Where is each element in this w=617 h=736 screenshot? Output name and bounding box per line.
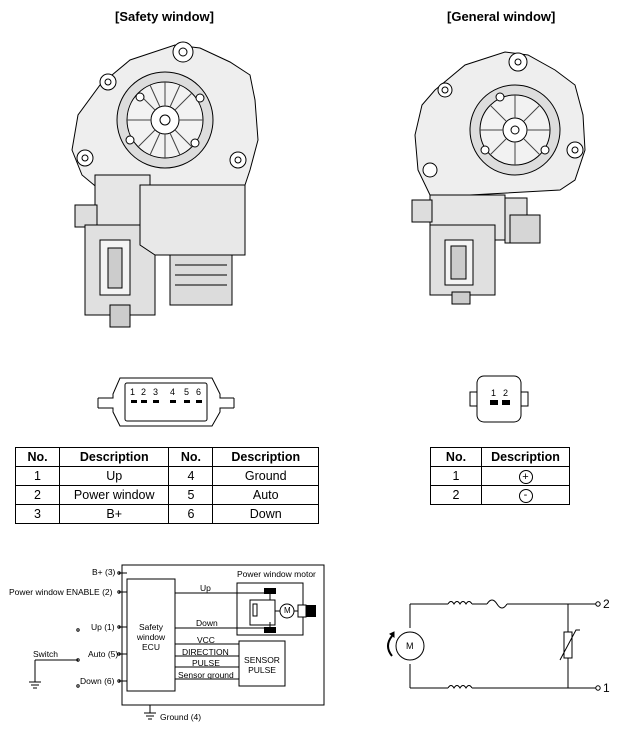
col-description: Description (59, 447, 170, 467)
safety-pin-2: 2 (141, 387, 147, 397)
ecu-label-line: Safety (138, 622, 164, 632)
general-window-heading: [General window] (447, 9, 556, 24)
safety-connector-pin-marks (131, 400, 202, 403)
general-connector (469, 375, 529, 423)
ecu-label-line: ECU (142, 642, 160, 652)
col-no: No. (14, 447, 61, 467)
cell: + (481, 466, 570, 486)
safety-connector (97, 377, 235, 427)
b-plus-label: B+ (3) (92, 567, 116, 577)
table-row: 1 Up 4 Ground (14, 466, 319, 486)
cell: Auto (212, 485, 319, 505)
cell: Up (59, 466, 170, 486)
safety-pin-table: No. Description No. Description 1 Up 4 G… (14, 447, 319, 524)
motor-symbol: M (284, 606, 291, 615)
cell: - (481, 485, 570, 505)
safety-pin-3: 3 (153, 387, 159, 397)
ecu-label-line: window (136, 632, 166, 642)
enable-label: Power window ENABLE (2) (9, 587, 113, 597)
motor-sensor-block (297, 604, 307, 618)
down-pin-label: Down (6) (80, 676, 115, 686)
sensor-label-line: PULSE (248, 665, 276, 675)
plus-terminal-icon: + (518, 469, 533, 484)
col-description: Description (481, 447, 570, 467)
minus-terminal-icon: - (518, 489, 533, 503)
cell: 1 (14, 466, 61, 486)
cell: 4 (168, 466, 214, 486)
cell: 1 (430, 466, 482, 486)
motor-title: Power window motor (237, 569, 316, 579)
general-motor-illustration (411, 51, 586, 305)
safety-window-heading: [Safety window] (115, 9, 214, 24)
vcc-label: VCC (197, 635, 215, 645)
table-row: 3 B+ 6 Down (14, 504, 319, 524)
sensor-label-line: SENSOR (244, 655, 280, 665)
safety-circuit-relay-marks (264, 588, 316, 633)
switch-label: Switch (33, 649, 59, 659)
general-pin-table: No. Description 1 + 2 - (430, 447, 570, 505)
cell: 2 (430, 485, 482, 505)
safety-pin-4: 4 (170, 387, 176, 397)
cell: Power window (59, 485, 170, 505)
general-pin-2: 2 (503, 388, 509, 398)
col-no: No. (168, 447, 214, 467)
col-no: No. (430, 447, 482, 467)
safety-pin-5: 5 (184, 387, 190, 397)
cell: 6 (168, 504, 214, 524)
pulse-label: PULSE (192, 658, 220, 668)
general-pin-1-label: 1 (603, 681, 610, 695)
auto-pin-label: Auto (5) (88, 649, 119, 659)
col-description: Description (212, 447, 319, 467)
safety-circuit-wiring (29, 564, 325, 720)
cell: 2 (14, 485, 61, 505)
safety-motor-illustration (71, 41, 259, 328)
sensor-pulse-label: SENSOR PULSE (239, 655, 285, 675)
direction-label: DIRECTION (182, 647, 229, 657)
table-row: 2 - (430, 485, 570, 505)
sensor-ground-label: Sensor ground (178, 670, 234, 680)
cell: 3 (14, 504, 61, 524)
safety-pin-1: 1 (130, 387, 136, 397)
safety-pin-6: 6 (196, 387, 202, 397)
cell: 5 (168, 485, 214, 505)
ecu-label: Safety window ECU (127, 622, 175, 652)
down-line-label: Down (196, 618, 218, 628)
cell: B+ (59, 504, 170, 524)
ground-pin-label: Ground (4) (160, 712, 202, 722)
general-pin-1: 1 (491, 388, 497, 398)
table-row: 1 + (430, 466, 570, 486)
cell: Down (212, 504, 319, 524)
general-motor-symbol: M (406, 641, 414, 651)
cell: Ground (212, 466, 319, 486)
up-line-label: Up (200, 583, 211, 593)
general-connector-pin-marks (490, 400, 510, 405)
general-pin-2-label: 2 (603, 597, 610, 611)
table-row: 2 Power window 5 Auto (14, 485, 319, 505)
up-pin-label: Up (1) (91, 622, 115, 632)
general-circuit-wiring (387, 599, 601, 691)
